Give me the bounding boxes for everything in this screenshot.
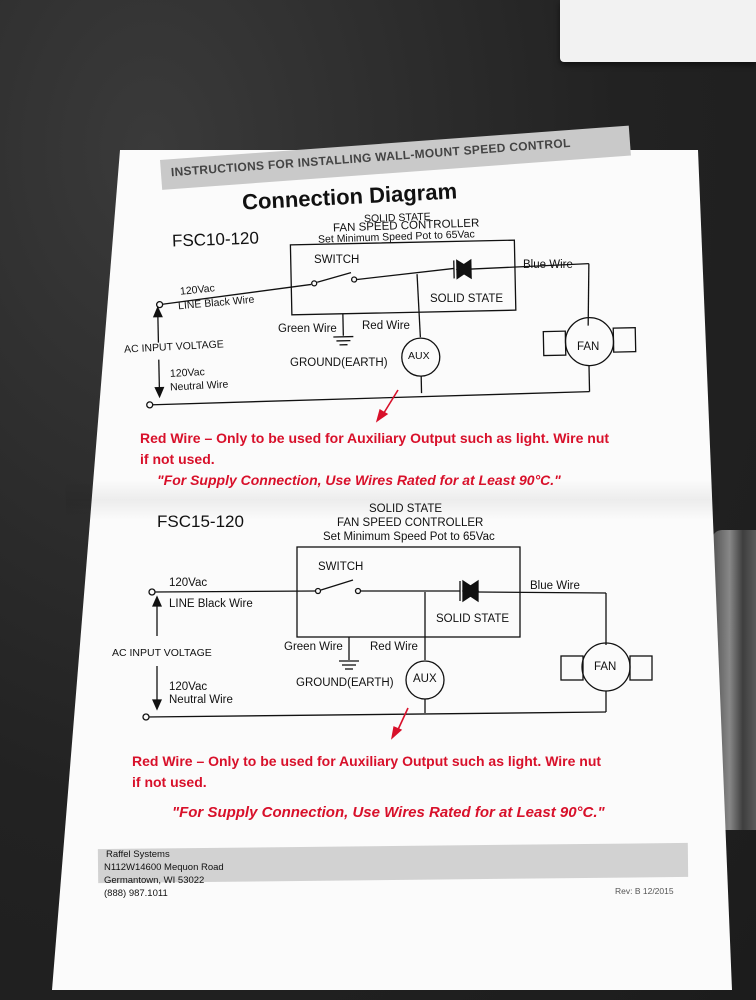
diagram2-line-wire (153, 590, 316, 593)
diagram1-red-wire-label: Red Wire (362, 320, 410, 332)
diagram2-120vac-bottom: 120Vac (169, 681, 208, 693)
diagram1-internal-wire (357, 267, 455, 281)
diagram1-blue-wire-label: Blue Wire (523, 259, 573, 271)
diagram2-switch-label: SWITCH (318, 561, 364, 573)
diagram2-neutral-label: Neutral Wire (169, 694, 233, 706)
diagram2-fan-label: FAN (594, 661, 617, 673)
footer-street: N112W14600 Mequon Road (104, 862, 224, 873)
paper-fold (65, 480, 719, 520)
footer-revision: Rev: B 12/2015 (615, 886, 674, 896)
diagram1-green-wire-label: Green Wire (278, 323, 337, 335)
diagram1-note-line2: if not used. (140, 451, 215, 467)
diagram1-neutral-terminal (146, 401, 154, 409)
diagram2-ground-label: GROUND(EARTH) (296, 677, 394, 689)
diagram1-model: FSC10-120 (171, 228, 260, 251)
diagram1-neutral-wire (149, 390, 590, 406)
diagram2-120vac-top: 120Vac (169, 577, 208, 589)
diagram1-solid-state-label: SOLID STATE (430, 293, 504, 305)
footer-company: Raffel Systems (106, 849, 170, 860)
diagram2-header1: SOLID STATE (369, 503, 443, 515)
diagram2-green-wire-label: Green Wire (284, 641, 343, 653)
diagram1-voltage-arrow-up (157, 312, 160, 343)
diagram1-wiring (146, 239, 637, 409)
diagram1-red-arrow (381, 389, 399, 417)
diagram1-red-wire (416, 274, 422, 338)
diagram1-ground-label: GROUND(EARTH) (290, 357, 388, 369)
diagram2-neutral-wire (145, 711, 607, 718)
diagram2-switch-blade (320, 579, 354, 591)
diagram1-switch-contact-a (311, 280, 318, 287)
diagram2-header2: FAN SPEED CONTROLLER (337, 517, 484, 529)
diagram1-fan-icon (564, 316, 615, 367)
diagram2-blue-wire (477, 591, 607, 594)
diagram1-controller-box (289, 239, 517, 316)
diagram1-120vac-bottom: 120Vac (169, 366, 206, 380)
diagram2-wiring (142, 546, 653, 721)
diagram1-line-wire (159, 283, 312, 306)
diagram1-switch-blade (317, 271, 352, 283)
diagram2-aux-label: AUX (413, 673, 437, 685)
diagram2-blue-wire-label: Blue Wire (530, 580, 580, 592)
white-box (560, 0, 756, 62)
diagram1-supply-note: "For Supply Connection, Use Wires Rated … (157, 472, 561, 488)
diagram1-switch-label: SWITCH (314, 254, 360, 266)
diagram1-switch-contact-b (350, 276, 358, 283)
footer-city: Germantown, WI 53022 (104, 875, 205, 886)
diagram2-ac-input-label: AC INPUT VOLTAGE (112, 647, 212, 659)
diagram2-model: FSC15-120 (157, 512, 244, 531)
diagram2-note-line1: Red Wire – Only to be used for Auxiliary… (132, 753, 602, 769)
diagram1-line-terminal (155, 300, 164, 309)
diagram1-aux-label: AUX (408, 350, 430, 362)
diagram2-supply-note: "For Supply Connection, Use Wires Rated … (172, 804, 605, 821)
diagram2-header3: Set Minimum Speed Pot to 65Vac (323, 531, 495, 543)
footer-phone: (888) 987.1011 (104, 888, 168, 899)
diagram2-note-line2: if not used. (132, 774, 207, 790)
diagram1-fan-label: FAN (577, 341, 600, 353)
diagram2-solid-state-label: SOLID STATE (436, 613, 510, 625)
diagram1-note-line1: Red Wire – Only to be used for Auxiliary… (140, 430, 610, 446)
diagram1-voltage-arrow-down (158, 359, 161, 392)
diagram2-red-wire-label: Red Wire (370, 641, 418, 653)
diagram1-blue-wire (470, 262, 589, 270)
diagram2-line-black-label: LINE Black Wire (169, 598, 253, 610)
